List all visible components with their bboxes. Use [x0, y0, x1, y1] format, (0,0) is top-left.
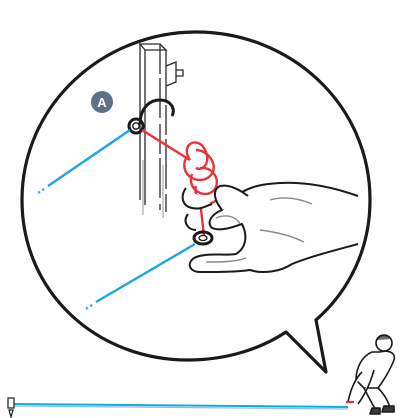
- ground-stake-icon: [8, 398, 14, 417]
- callout-marker-a: A: [91, 91, 113, 113]
- crouching-person-icon: [346, 335, 394, 414]
- marker-a-label: A: [97, 95, 107, 110]
